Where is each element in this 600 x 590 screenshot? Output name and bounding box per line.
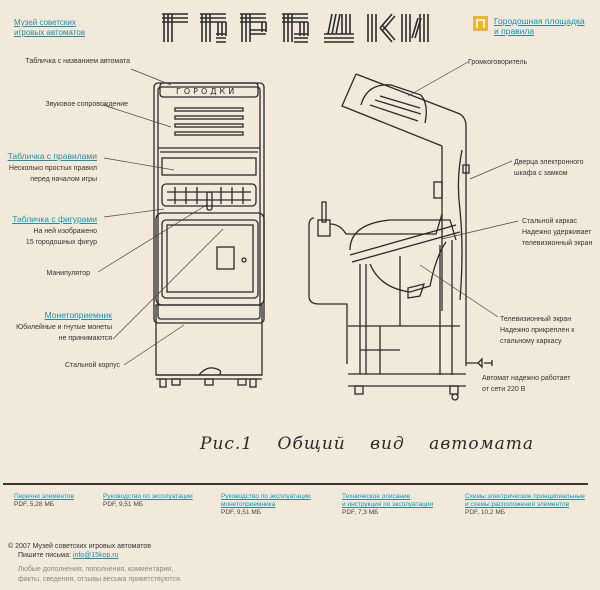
footer-note: Любые дополнения, пополнения, комментари… [8, 565, 182, 585]
doc-link-line: монетоприемника [221, 501, 276, 508]
callout-desc: стальному каркасу [500, 338, 562, 345]
callout-rules-plate: Табличка с правилами Несколько простых п… [8, 150, 97, 185]
doc-meta: PDF, 9,51 МБ [221, 509, 262, 516]
callout-desc: от сети 220 В [482, 386, 526, 393]
callout-title: Стальной каркас [522, 218, 578, 225]
copyright: © 2007 Музей советских игровых автоматов [8, 543, 151, 550]
callout-power: Автомат надежно работает от сети 220 В [482, 373, 570, 395]
logo-gorodki [162, 13, 429, 43]
museum-link-line2: игровых автоматов [14, 28, 86, 37]
callout-desc: На ней изображено [33, 228, 97, 235]
logo-letter-d [324, 13, 354, 43]
logo-letter-r [240, 13, 267, 42]
callout-desc: не принимаются [58, 335, 112, 342]
figures-plate [161, 183, 257, 207]
callout-desc: перед началом игры [30, 176, 97, 183]
doc-link[interactable]: Перечни элементов [14, 493, 74, 500]
callout-title: Громкоговоритель [468, 59, 528, 66]
note-line1: Любые дополнения, пополнения, комментари… [18, 566, 174, 573]
doc-link-line: Схемы электрические принципиальные [465, 493, 585, 500]
callout-desc: Несколько простых правил [8, 165, 97, 172]
callout-name-plate: Табличка с названием автомата [25, 56, 130, 67]
callout-title: Телевизионный экран [500, 316, 572, 323]
doc-link-line: и схемы расположения элементов [465, 501, 570, 508]
callout-loudspeaker: Громкоговоритель [468, 57, 527, 68]
callout-steel-frame: Стальной каркас Надежно удерживает телев… [522, 216, 592, 249]
doc-link-line: и инструкция по эксплуатации [342, 501, 434, 508]
logo-letter-o [200, 13, 227, 43]
footer: © 2007 Музей советских игровых автоматов… [8, 542, 182, 585]
write-label: Пишите письма: [18, 552, 71, 559]
callout-desc: шкафа с замком [514, 170, 568, 177]
museum-home-link[interactable]: Музей советских игровых автоматов [14, 18, 85, 38]
doc-meta: PDF, 5,28 МБ [14, 501, 55, 508]
doc-link-line: Руководство по эксплуатации [221, 493, 311, 500]
callout-tv-screen: Телевизионный экран Надежно прикреплен к… [500, 314, 574, 347]
divider [3, 483, 588, 485]
speaker-grille [174, 107, 244, 136]
rules-plate [161, 157, 257, 176]
figures-plate-link[interactable]: Табличка с фигурами [12, 214, 97, 224]
cabinet-sign-text: ГОРОДКИ [176, 87, 237, 96]
coin-acceptor-link[interactable]: Монетоприемник [44, 310, 112, 320]
callout-title: Табличка с названием автомата [25, 58, 130, 65]
callout-desc: 15 городошных фигур [25, 239, 97, 246]
figure-caption: Рис.1 Общий вид автомата [200, 434, 535, 454]
callout-steel-body: Стальной корпус [65, 360, 120, 371]
logo-letter-i [401, 14, 429, 42]
note-line2: факты, сведения, отзывы весьма приветств… [18, 576, 182, 583]
callout-title: Стальной корпус [64, 362, 120, 369]
doc-item: Руководство по эксплуатации PDF, 9,51 МБ [103, 493, 193, 509]
callout-title: Дверца электронного [514, 159, 584, 166]
rules-block: Городошная площадка и правила [473, 16, 585, 36]
callout-sound: Звуковое сопровождение [45, 99, 128, 110]
rules-link-line2: и правила [494, 26, 535, 36]
museum-link-line1: Музей советских [14, 18, 76, 27]
logo-letter-g [162, 13, 188, 42]
doc-link[interactable]: Руководство по эксплуатации [103, 493, 193, 500]
logo-letter-k [367, 13, 396, 43]
doc-item: Перечни элементов PDF, 5,28 МБ [14, 493, 74, 509]
doc-link-line: Перечни элементов [14, 493, 74, 500]
callout-figures-plate: Табличка с фигурами На ней изображено 15… [12, 213, 97, 248]
callout-desc: Надежно удерживает [522, 229, 592, 236]
side-view [308, 73, 493, 401]
machine-drawing: ГОРОДКИ [97, 61, 519, 401]
rules-square-icon[interactable] [473, 16, 488, 31]
contact-line: Пишите письма: info@15kop.ru [8, 551, 182, 560]
callout-title: Манипулятор [46, 270, 90, 277]
callout-electronics-door: Дверца электронного шкафа с замком [514, 157, 583, 179]
callout-coin-acceptor: Монетоприемник Юбилейные и гнутые монеты… [16, 309, 112, 344]
doc-meta: PDF, 7,3 МБ [342, 509, 379, 516]
logo-letter-o2 [282, 13, 309, 43]
doc-link-line: Руководство по эксплуатации [103, 493, 193, 500]
callout-desc: Юбилейные и гнутые монеты [16, 324, 112, 331]
doc-link-line: Техническое описание [342, 493, 411, 500]
email-link[interactable]: info@15kop.ru [72, 552, 119, 559]
leader-lines [97, 61, 519, 366]
name-plate [159, 82, 259, 98]
rules-plate-link[interactable]: Табличка с правилами [7, 151, 97, 161]
front-view [153, 82, 265, 388]
rules-link-line1: Городошная площадка [494, 16, 585, 26]
doc-meta: PDF, 9,51 МБ [103, 501, 144, 508]
coin-slot [216, 246, 235, 270]
joystick [206, 191, 213, 211]
doc-meta: PDF, 10,2 МБ [465, 509, 506, 516]
callout-desc: Надежно прикреплен к [500, 327, 575, 334]
callout-title: Звуковое сопровождение [45, 101, 128, 108]
rules-link[interactable]: Городошная площадка и правила [494, 16, 585, 36]
callout-title: Автомат надежно работает [482, 375, 571, 382]
side-joystick [321, 201, 327, 223]
callout-manipulator: Манипулятор [46, 268, 90, 279]
callout-desc: телевизионный экран [522, 240, 593, 247]
